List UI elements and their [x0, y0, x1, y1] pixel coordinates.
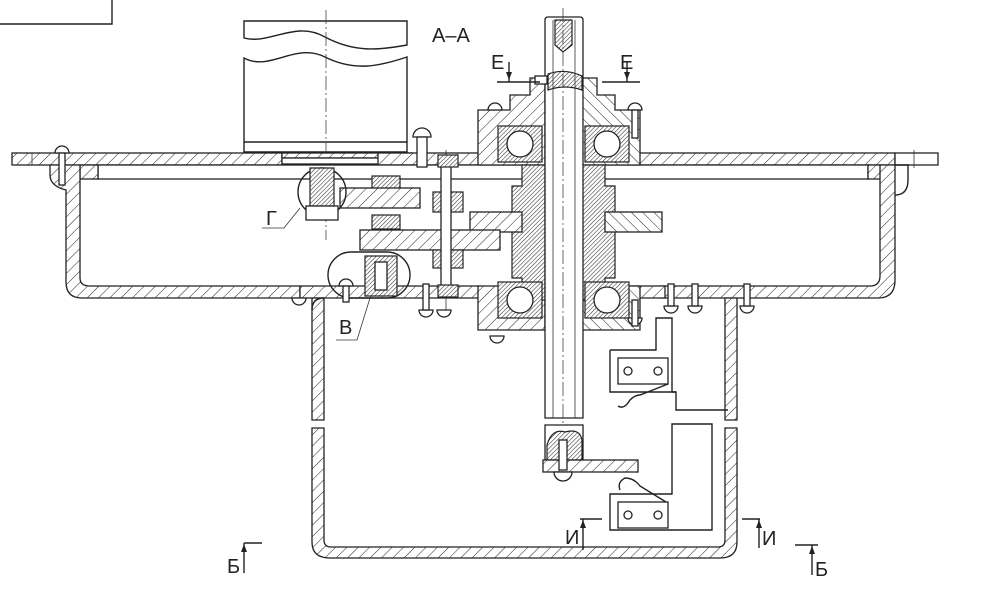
limit-switch-lower	[609, 423, 713, 531]
screw-icon	[489, 335, 505, 344]
limit-switch-upper	[609, 317, 728, 411]
screw-icon	[291, 297, 307, 306]
section-marks	[241, 62, 818, 575]
screws	[54, 102, 755, 482]
bearing-top-right	[584, 125, 630, 163]
motor-body	[243, 10, 408, 240]
screw-icon	[553, 471, 573, 482]
screw-icon	[663, 283, 679, 314]
inner-lid	[79, 164, 883, 180]
section-mark-I-right: И	[762, 528, 776, 550]
detail-G-circle	[262, 167, 347, 229]
screw-icon	[627, 299, 643, 327]
screw-icon	[687, 283, 703, 314]
section-title-label: А–А	[432, 25, 470, 47]
section-mark-B-right: Б	[815, 559, 828, 581]
section-mark-I-left: И	[565, 527, 579, 549]
frame-corner	[0, 0, 113, 25]
screw-icon	[418, 283, 434, 318]
screw-icon	[436, 309, 452, 318]
section-mark-E-right: Е	[620, 52, 633, 74]
screw-icon	[487, 102, 503, 111]
bearing-bottom-left	[497, 281, 543, 319]
screw-icon	[739, 283, 755, 314]
bearing-top-left	[497, 125, 543, 163]
screw-icon	[412, 127, 432, 168]
screw-icon	[54, 145, 70, 186]
intermediate-gears	[339, 150, 501, 310]
lower-shaft-stub	[542, 424, 639, 473]
section-mark-B-left: Б	[227, 556, 240, 578]
screw-icon	[338, 278, 354, 303]
detail-V-oval	[327, 251, 411, 341]
bearing-bottom-right	[584, 281, 630, 319]
gear-hub	[469, 164, 663, 301]
main-shaft	[534, 8, 584, 480]
section-mark-E-left: Е	[491, 52, 504, 74]
lower-box	[311, 297, 738, 559]
detail-callout-V: В	[339, 317, 352, 339]
detail-callout-G: Г	[266, 208, 277, 230]
screw-icon	[627, 102, 643, 139]
